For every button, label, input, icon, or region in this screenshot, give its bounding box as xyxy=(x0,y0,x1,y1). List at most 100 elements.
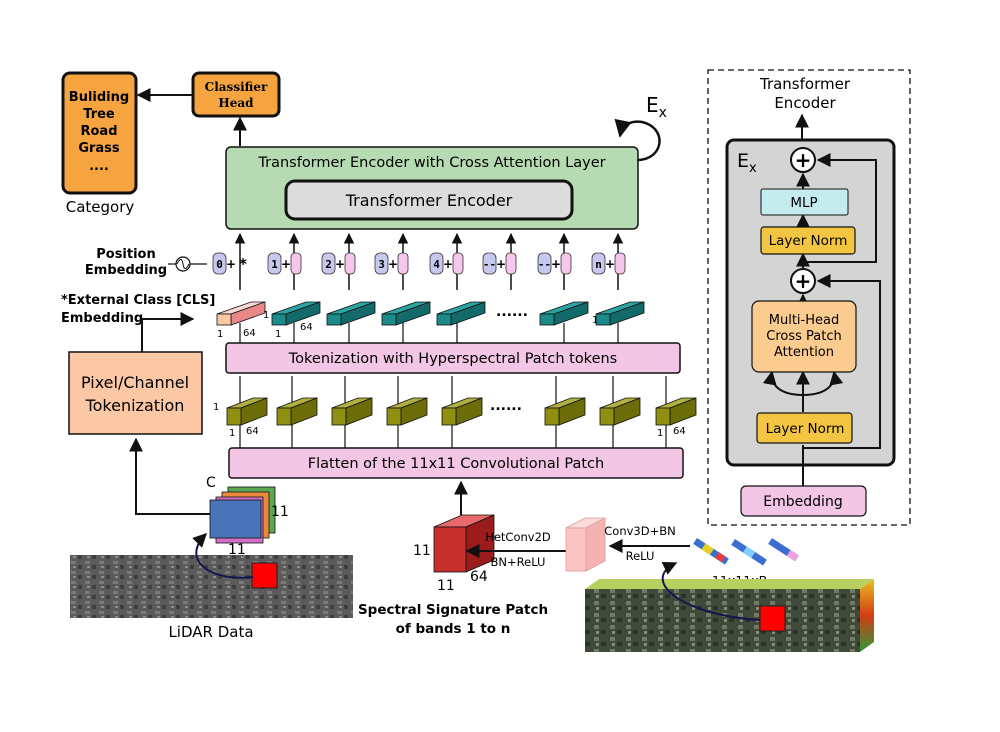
position-embedding-label: Position xyxy=(96,247,156,262)
position-index: -- xyxy=(538,258,551,271)
embedding-box xyxy=(740,485,867,517)
add-sign: + xyxy=(795,148,812,172)
conv-dim-a: 1 xyxy=(213,402,219,413)
cls-dim-c: 64 xyxy=(243,328,256,339)
patch-token xyxy=(539,301,589,345)
spectral-d-label: 64 xyxy=(470,569,488,585)
conv-feature-block xyxy=(226,376,268,450)
cls-star: * xyxy=(239,255,247,273)
position-index: 1 xyxy=(271,258,278,271)
mlp-box xyxy=(760,188,849,216)
arrow-lidar-patch-to-stack xyxy=(192,533,254,579)
right-panel-title: Transformer xyxy=(759,75,851,93)
position-index: 0 xyxy=(216,258,223,271)
plus-sign: + xyxy=(335,257,345,271)
mlp-label: MLP xyxy=(790,195,817,211)
ex-loop-arrow xyxy=(614,118,661,162)
right-panel-frame xyxy=(707,69,911,526)
arrow-lidar-to-pixel xyxy=(129,437,211,515)
cls-embedding-label: *External Class [CLS] xyxy=(61,293,215,308)
conv-feature-block xyxy=(655,376,697,450)
lidar-c-label: C xyxy=(206,475,216,491)
patch-token xyxy=(595,301,645,345)
lidar-w-label: 11 xyxy=(228,542,246,558)
cls-dim-a: 1 xyxy=(217,329,223,340)
lidar-image xyxy=(70,555,353,618)
pixel-tokenization-line1: Pixel/Channel xyxy=(81,373,189,392)
plus-sign: + xyxy=(443,257,453,271)
category-item: Buliding xyxy=(69,90,129,105)
position-tokens: 0+*1+2+3+4+--+--+n+ xyxy=(212,232,626,290)
spectral-caption: Spectral Signature Patch xyxy=(358,602,548,618)
position-token: 2+ xyxy=(321,232,356,290)
position-token: --+ xyxy=(482,232,517,290)
layer-norm-label: Layer Norm xyxy=(769,233,848,249)
conv-feature-block xyxy=(276,376,318,450)
classifier-head: Classifier Head xyxy=(191,71,281,118)
tokenization-bar: Tokenization with Hyperspectral Patch to… xyxy=(225,342,681,374)
cls-embedding-label: Embedding xyxy=(61,311,143,326)
embedding-label: Embedding xyxy=(763,494,842,510)
conv3d-label: ReLU xyxy=(626,549,655,563)
conv-feature-row: 1 1 64 1 64 xyxy=(213,376,697,450)
hetconv-label: BN+ReLU xyxy=(491,555,546,569)
conv-dim-c-right: 64 xyxy=(673,426,686,437)
position-token: n+ xyxy=(591,232,626,290)
category-item: .... xyxy=(89,159,109,174)
position-token: 1+ xyxy=(267,232,302,290)
conv-feature-block xyxy=(386,376,428,450)
position-index: -- xyxy=(483,258,496,271)
plus-sign: + xyxy=(226,257,236,271)
plus-sign: + xyxy=(605,257,615,271)
conv-dim-b: 1 xyxy=(229,428,235,439)
position-token: 4+ xyxy=(429,232,464,290)
plus-sign: + xyxy=(496,257,506,271)
layer-norm-top xyxy=(760,226,856,255)
conv-dim-b-right: 1 xyxy=(657,428,663,439)
flatten-bar-label: Flatten of the 11x11 Convolutional Patch xyxy=(308,456,604,472)
position-token: 0+* xyxy=(212,232,247,290)
encoder-inner-title: Transformer Encoder xyxy=(345,191,513,210)
tokenization-bar-label: Tokenization with Hyperspectral Patch to… xyxy=(288,351,617,367)
layer-norm-bottom xyxy=(756,412,853,444)
token-ellipsis: ...... xyxy=(496,304,528,320)
patch-token xyxy=(381,301,431,345)
spectral-h-label: 11 xyxy=(413,543,431,559)
category-item: Grass xyxy=(78,141,120,156)
position-token: 3+ xyxy=(374,232,409,290)
arrow-pixel-to-cls xyxy=(141,312,195,352)
arrow-hsi-patch-to-cubes xyxy=(661,562,761,621)
lidar-h-label: 11 xyxy=(271,504,289,520)
plus-sign: + xyxy=(551,257,561,271)
plus-sign: + xyxy=(388,257,398,271)
position-index: 3 xyxy=(378,258,385,271)
conv-feature-block xyxy=(599,376,641,450)
category-item: Tree xyxy=(83,107,115,122)
position-index: 4 xyxy=(433,258,440,271)
conv-dim-c: 64 xyxy=(246,426,259,437)
lidar-caption: LiDAR Data xyxy=(168,623,253,641)
position-embedding-label: Embedding xyxy=(85,263,167,278)
hyperspectral-cube xyxy=(585,579,874,652)
conv-feature-block xyxy=(544,376,586,450)
patch-token xyxy=(436,301,486,345)
add-sign: + xyxy=(795,269,812,293)
attention-label: Multi-Head xyxy=(769,313,839,328)
plus-sign: + xyxy=(281,257,291,271)
spectral-mini-cubes xyxy=(693,538,799,566)
category-item: Road xyxy=(80,124,117,139)
position-token: --+ xyxy=(537,232,572,290)
pixel-channel-tokenization: Pixel/Channel Tokenization xyxy=(68,351,203,435)
encoder-outer-title: Transformer Encoder with Cross Attention… xyxy=(257,155,605,171)
token-dim-c: 64 xyxy=(300,322,313,333)
cls-token xyxy=(216,301,266,345)
spectral-caption: of bands 1 to n xyxy=(396,621,511,637)
layer-norm-label: Layer Norm xyxy=(766,421,845,437)
pixel-tokenization-line2: Tokenization xyxy=(85,396,185,415)
classifier-head-line2: Head xyxy=(218,96,254,110)
category-box: Buliding Tree Road Grass .... xyxy=(61,71,138,195)
cls-dim-b: 1 xyxy=(263,310,269,321)
lidar-patch-marker xyxy=(251,562,278,589)
